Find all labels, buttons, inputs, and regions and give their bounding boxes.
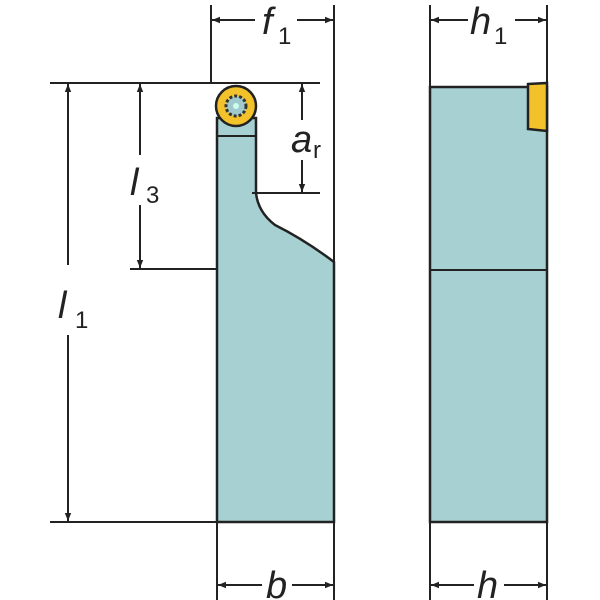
dimension-f1: f 1 <box>212 1 333 50</box>
label-f1: f <box>262 1 276 43</box>
dimension-b: b <box>218 565 333 600</box>
dimension-l3: l 3 <box>130 84 159 268</box>
svg-text:r: r <box>313 137 321 164</box>
dimension-h: h <box>431 565 546 600</box>
svg-text:1: 1 <box>278 23 291 50</box>
svg-text:1: 1 <box>75 307 88 334</box>
dimension-l1: l 1 <box>58 84 88 521</box>
label-l1: l <box>58 285 68 327</box>
holder-body-front <box>215 116 336 524</box>
dimension-h1: h 1 <box>431 1 546 50</box>
holder-body-side <box>428 85 549 524</box>
label-h: h <box>477 565 498 600</box>
label-l3: l <box>130 162 140 204</box>
label-h1: h <box>470 1 491 43</box>
label-ar: a <box>291 119 312 161</box>
svg-text:1: 1 <box>494 23 507 50</box>
side-insert-icon <box>526 81 549 133</box>
dimension-ar: a r <box>291 84 321 192</box>
label-b: b <box>266 565 287 600</box>
svg-text:3: 3 <box>146 182 159 209</box>
round-insert-icon <box>214 84 258 128</box>
